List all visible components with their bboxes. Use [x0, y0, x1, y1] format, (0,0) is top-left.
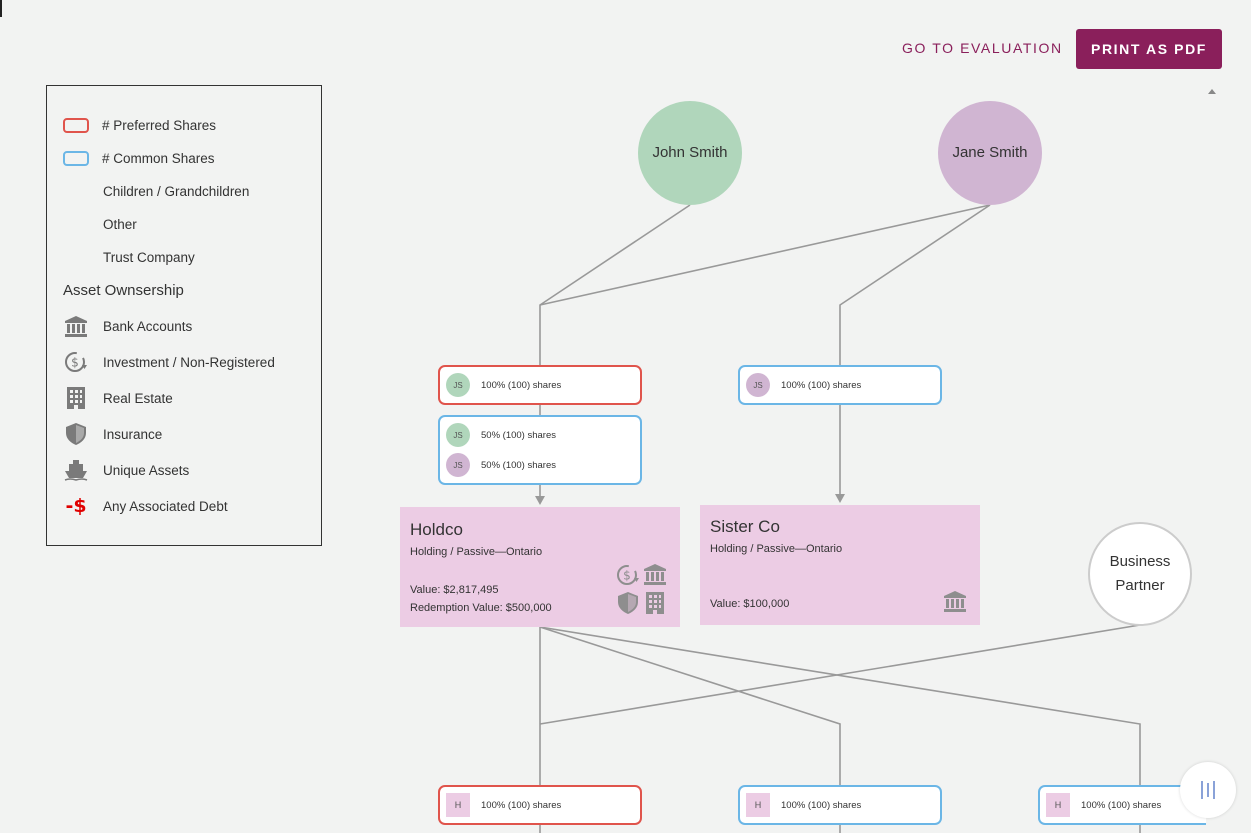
- legend-item-unique-assets: Unique Assets: [63, 458, 189, 482]
- investment-icon: $: [616, 563, 640, 587]
- company-value: Value: $2,817,495: [410, 584, 499, 596]
- window-edge-mark: [0, 0, 2, 17]
- company-name: Holdco: [410, 520, 463, 539]
- bank-icon: [63, 314, 89, 338]
- subsidiary-common-shares-box-right[interactable]: H 100% (100) shares: [1038, 785, 1206, 825]
- legend-label: Investment / Non-Registered: [103, 354, 275, 370]
- print-as-pdf-button[interactable]: PRINT AS PDF: [1076, 29, 1222, 69]
- legend-panel: # Preferred Shares # Common Shares Child…: [46, 85, 322, 546]
- legend-label: Children / Grandchildren: [103, 183, 250, 199]
- holdco-common-shares-box[interactable]: JS 50% (100) shares JS 50% (100) shares: [438, 415, 642, 485]
- legend-label: Unique Assets: [103, 462, 190, 478]
- floating-menu-button[interactable]: [1180, 762, 1236, 818]
- person-node-jane-smith[interactable]: Jane Smith: [938, 101, 1042, 205]
- common-shares-swatch: [63, 150, 89, 166]
- go-to-evaluation-link[interactable]: GO TO EVALUATION: [902, 40, 1063, 56]
- company-node-sister-co[interactable]: Sister Co Holding / Passive—Ontario Valu…: [700, 505, 980, 625]
- legend-item-investment: $ Investment / Non-Registered: [63, 350, 275, 374]
- share-row: H 100% (100) shares: [746, 793, 861, 817]
- share-row: H 100% (100) shares: [446, 793, 561, 817]
- share-text: 100% (100) shares: [781, 379, 862, 391]
- legend-label: Trust Company: [103, 249, 195, 265]
- svg-text:$: $: [623, 569, 631, 583]
- connector-partner: [539, 624, 1141, 725]
- company-node-holdco[interactable]: Holdco Holding / Passive—Ontario Value: …: [400, 507, 680, 627]
- avatar: H: [746, 793, 770, 817]
- legend-label: Other: [103, 216, 137, 232]
- legend-item-debt: -$ Any Associated Debt: [63, 495, 227, 517]
- connector-jane-to-sisterco: [839, 204, 991, 366]
- legend-item-preferred-shares: # Preferred Shares: [63, 115, 216, 135]
- bank-icon: [643, 562, 667, 586]
- legend-label: Any Associated Debt: [103, 498, 228, 514]
- person-name: Jane Smith: [952, 144, 1028, 161]
- connector-jane-to-holdco: [539, 204, 991, 306]
- legend-item-common-shares: # Common Shares: [63, 148, 215, 168]
- bank-icon: [943, 589, 967, 613]
- share-row: JS 50% (100) shares: [446, 423, 556, 447]
- legend-label: Insurance: [103, 426, 163, 442]
- avatar: JS: [746, 373, 770, 397]
- subsidiary-common-shares-box[interactable]: H 100% (100) shares: [738, 785, 942, 825]
- boat-icon: [63, 458, 89, 482]
- share-text: 100% (100) shares: [1081, 799, 1162, 811]
- avatar: H: [446, 793, 470, 817]
- share-row: H 100% (100) shares: [1046, 793, 1161, 817]
- share-text: 100% (100) shares: [781, 799, 862, 811]
- connector-holdco-mid: [539, 626, 841, 786]
- building-icon: [643, 591, 667, 615]
- preferred-shares-swatch: [63, 117, 89, 133]
- investment-icon: $: [63, 350, 89, 374]
- share-text: 100% (100) shares: [481, 379, 562, 391]
- person-node-john-smith[interactable]: John Smith: [638, 101, 742, 205]
- svg-text:$: $: [71, 356, 79, 370]
- building-icon: [63, 386, 89, 410]
- company-redemption-value: Redemption Value: $500,000: [410, 602, 552, 614]
- menu-bars-icon: [1201, 781, 1215, 799]
- avatar: JS: [446, 373, 470, 397]
- legend-label: # Preferred Shares: [102, 117, 217, 133]
- company-type: Holding / Passive—Ontario: [710, 543, 843, 555]
- holdco-preferred-shares-box[interactable]: JS 100% (100) shares: [438, 365, 642, 405]
- legend-label: # Common Shares: [102, 150, 215, 166]
- scroll-up-arrow[interactable]: [1208, 89, 1216, 94]
- arrowhead: [535, 496, 545, 505]
- share-text: 100% (100) shares: [481, 799, 562, 811]
- legend-item-bank-accounts: Bank Accounts: [63, 314, 192, 338]
- shield-icon: [63, 422, 89, 446]
- sisterco-common-shares-box[interactable]: JS 100% (100) shares: [738, 365, 942, 405]
- person-name: John Smith: [652, 144, 728, 161]
- company-type: Holding / Passive—Ontario: [410, 546, 543, 558]
- person-node-business-partner[interactable]: Business Partner: [1088, 522, 1192, 626]
- company-name: Sister Co: [710, 517, 780, 536]
- connector-holdco-right: [539, 626, 1141, 786]
- avatar: JS: [446, 423, 470, 447]
- legend-item-real-estate: Real Estate: [63, 386, 173, 410]
- shield-icon: [616, 591, 640, 615]
- share-row: JS 100% (100) shares: [446, 373, 561, 397]
- share-row: JS 100% (100) shares: [746, 373, 861, 397]
- legend-label: Real Estate: [103, 390, 173, 406]
- legend-item-insurance: Insurance: [63, 422, 162, 446]
- share-text: 50% (100) shares: [481, 459, 556, 471]
- avatar: JS: [446, 453, 470, 477]
- person-name-line1: Business: [1109, 553, 1171, 570]
- arrowhead: [835, 494, 845, 503]
- subsidiary-preferred-shares-box[interactable]: H 100% (100) shares: [438, 785, 642, 825]
- person-name-line2: Partner: [1115, 577, 1165, 594]
- company-value: Value: $100,000: [710, 598, 790, 610]
- asset-ownership-heading: Asset Ownsership: [63, 282, 184, 299]
- debt-icon: -$: [65, 495, 87, 517]
- share-row: JS 50% (100) shares: [446, 453, 556, 477]
- share-text: 50% (100) shares: [481, 429, 556, 441]
- avatar: H: [1046, 793, 1070, 817]
- legend-label: Bank Accounts: [103, 318, 193, 334]
- connector-john-to-holdco: [539, 204, 691, 366]
